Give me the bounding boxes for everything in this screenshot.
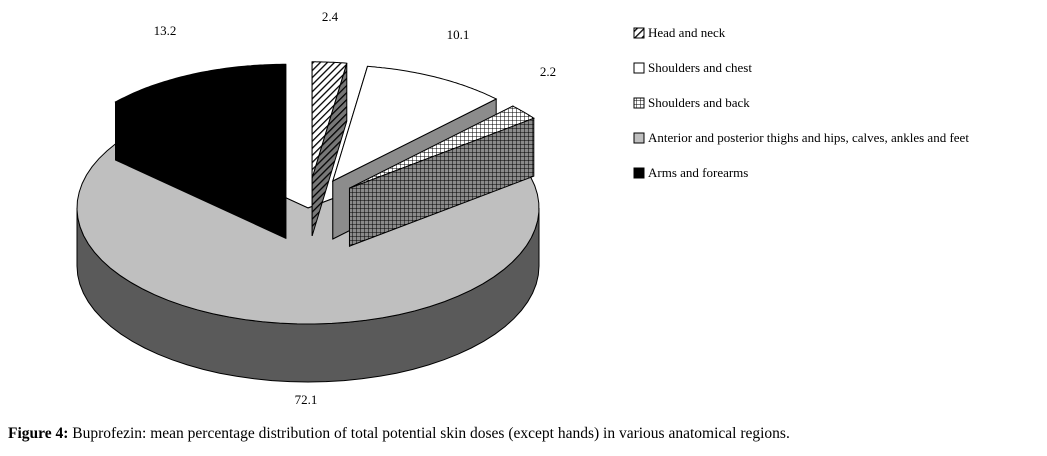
caption-label: Figure 4: [8, 425, 69, 442]
legend-swatch [633, 167, 645, 179]
value-label-anterior-and-posterior-thighs-and-hips-calves-ankles-and-feet: 72.1 [295, 392, 318, 407]
pie-slices [76, 61, 540, 383]
slice-top-arms-and-forearms [114, 63, 287, 182]
slice-arms-and-forearms [114, 63, 287, 240]
legend-item-shoulders-and-chest: Shoulders and chest [633, 60, 752, 75]
slice-shoulders-and-back [348, 105, 535, 247]
legend-swatch [633, 62, 645, 74]
legend-item-arms-and-forearms: Arms and forearms [633, 165, 748, 180]
legend-item-anterior-and-posterior-thighs-and-hips-calves-ankles-and-feet: Anterior and posterior thighs and hips, … [633, 130, 969, 145]
value-label-arms-and-forearms: 13.2 [154, 23, 177, 38]
pie-value-labels: 2.4 10.1 2.2 72.1 13.2 [154, 9, 557, 407]
value-label-shoulders-and-chest: 10.1 [447, 27, 470, 42]
legend-item-head-and-neck: Head and neck [633, 25, 726, 40]
legend-label: Head and neck [648, 25, 726, 40]
legend-item-shoulders-and-back: Shoulders and back [633, 95, 750, 110]
slice-head-and-neck [311, 61, 348, 236]
figure-caption: Figure 4: Buprofezin: mean percentage di… [8, 425, 790, 443]
legend-swatch [633, 97, 645, 109]
slice-top-shoulders-and-back [349, 105, 535, 189]
value-label-head-and-neck: 2.4 [322, 9, 339, 24]
legend-label: Shoulders and chest [648, 60, 752, 75]
legend-label: Anterior and posterior thighs and hips, … [648, 130, 969, 145]
value-label-shoulders-and-back: 2.2 [540, 64, 556, 79]
pie-chart: 2.4 10.1 2.2 72.1 13.2 Head and neckShoulder… [76, 9, 969, 407]
legend-swatch [633, 132, 645, 144]
caption-text: Buprofezin: mean percentage distribution… [68, 425, 790, 442]
slice-top-head-and-neck [311, 61, 348, 178]
legend-label: Shoulders and back [648, 95, 750, 110]
legend-swatch [633, 27, 645, 39]
slice-top-shoulders-and-chest [331, 65, 498, 182]
legend-label: Arms and forearms [648, 165, 748, 180]
